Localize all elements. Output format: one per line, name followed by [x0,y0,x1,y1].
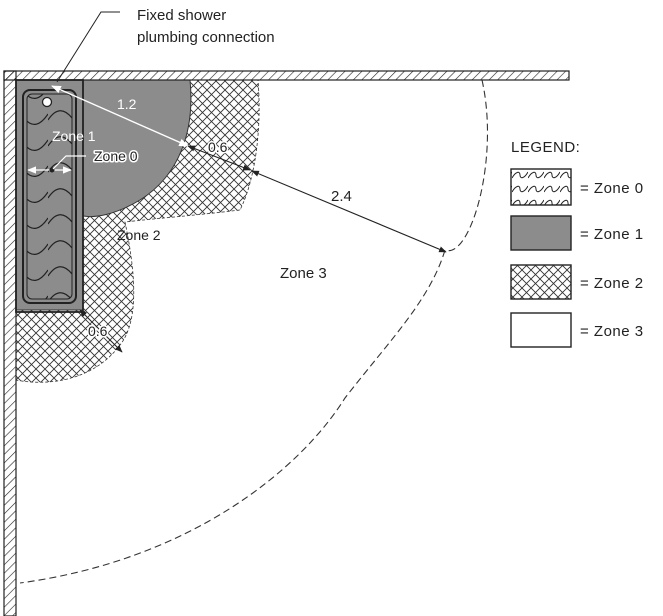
dim-label-0-6-lower: 0.6 [88,323,108,339]
legend-swatch-zone2 [510,264,572,300]
callout-line1: Fixed shower [137,7,226,24]
legend-label-zone0: = Zone 0 [580,180,644,197]
left-wall [3,70,17,616]
dim-line-0-6-lower [79,309,123,353]
dim-line-0-6-upper [187,145,251,171]
dim-label-1-2: 1.2 [117,96,137,112]
shower-enclosure [15,79,84,313]
legend: LEGEND: = Zone 0 = Zone 1 = Zone 2 = Zon… [510,139,644,348]
shower-head [41,96,53,108]
dim-line-1-2 [51,85,189,147]
callout-line2: plumbing connection [137,29,275,46]
legend-label-zone1: = Zone 1 [580,226,644,243]
legend-swatch-zone0 [510,168,572,206]
zone2-label: Zone 2 [117,227,161,243]
legend-swatch-zone1 [510,215,572,251]
zone0-label: Zone 0 [94,148,138,164]
zone1-label: Zone 1 [52,128,96,144]
legend-title: LEGEND: [511,139,580,156]
dim-label-0-6-upper: 0.6 [208,139,228,155]
dim-line-2-4 [251,170,447,253]
legend-label-zone2: = Zone 2 [580,275,644,292]
legend-swatch-zone3 [510,312,572,348]
legend-label-zone3: = Zone 3 [580,323,644,340]
zone3-boundary [19,79,489,584]
top-wall [3,70,570,81]
zone3-label: Zone 3 [280,265,327,282]
zone0-tray [26,93,73,300]
dim-label-2-4: 2.4 [331,188,352,205]
callout-leader [56,11,120,83]
